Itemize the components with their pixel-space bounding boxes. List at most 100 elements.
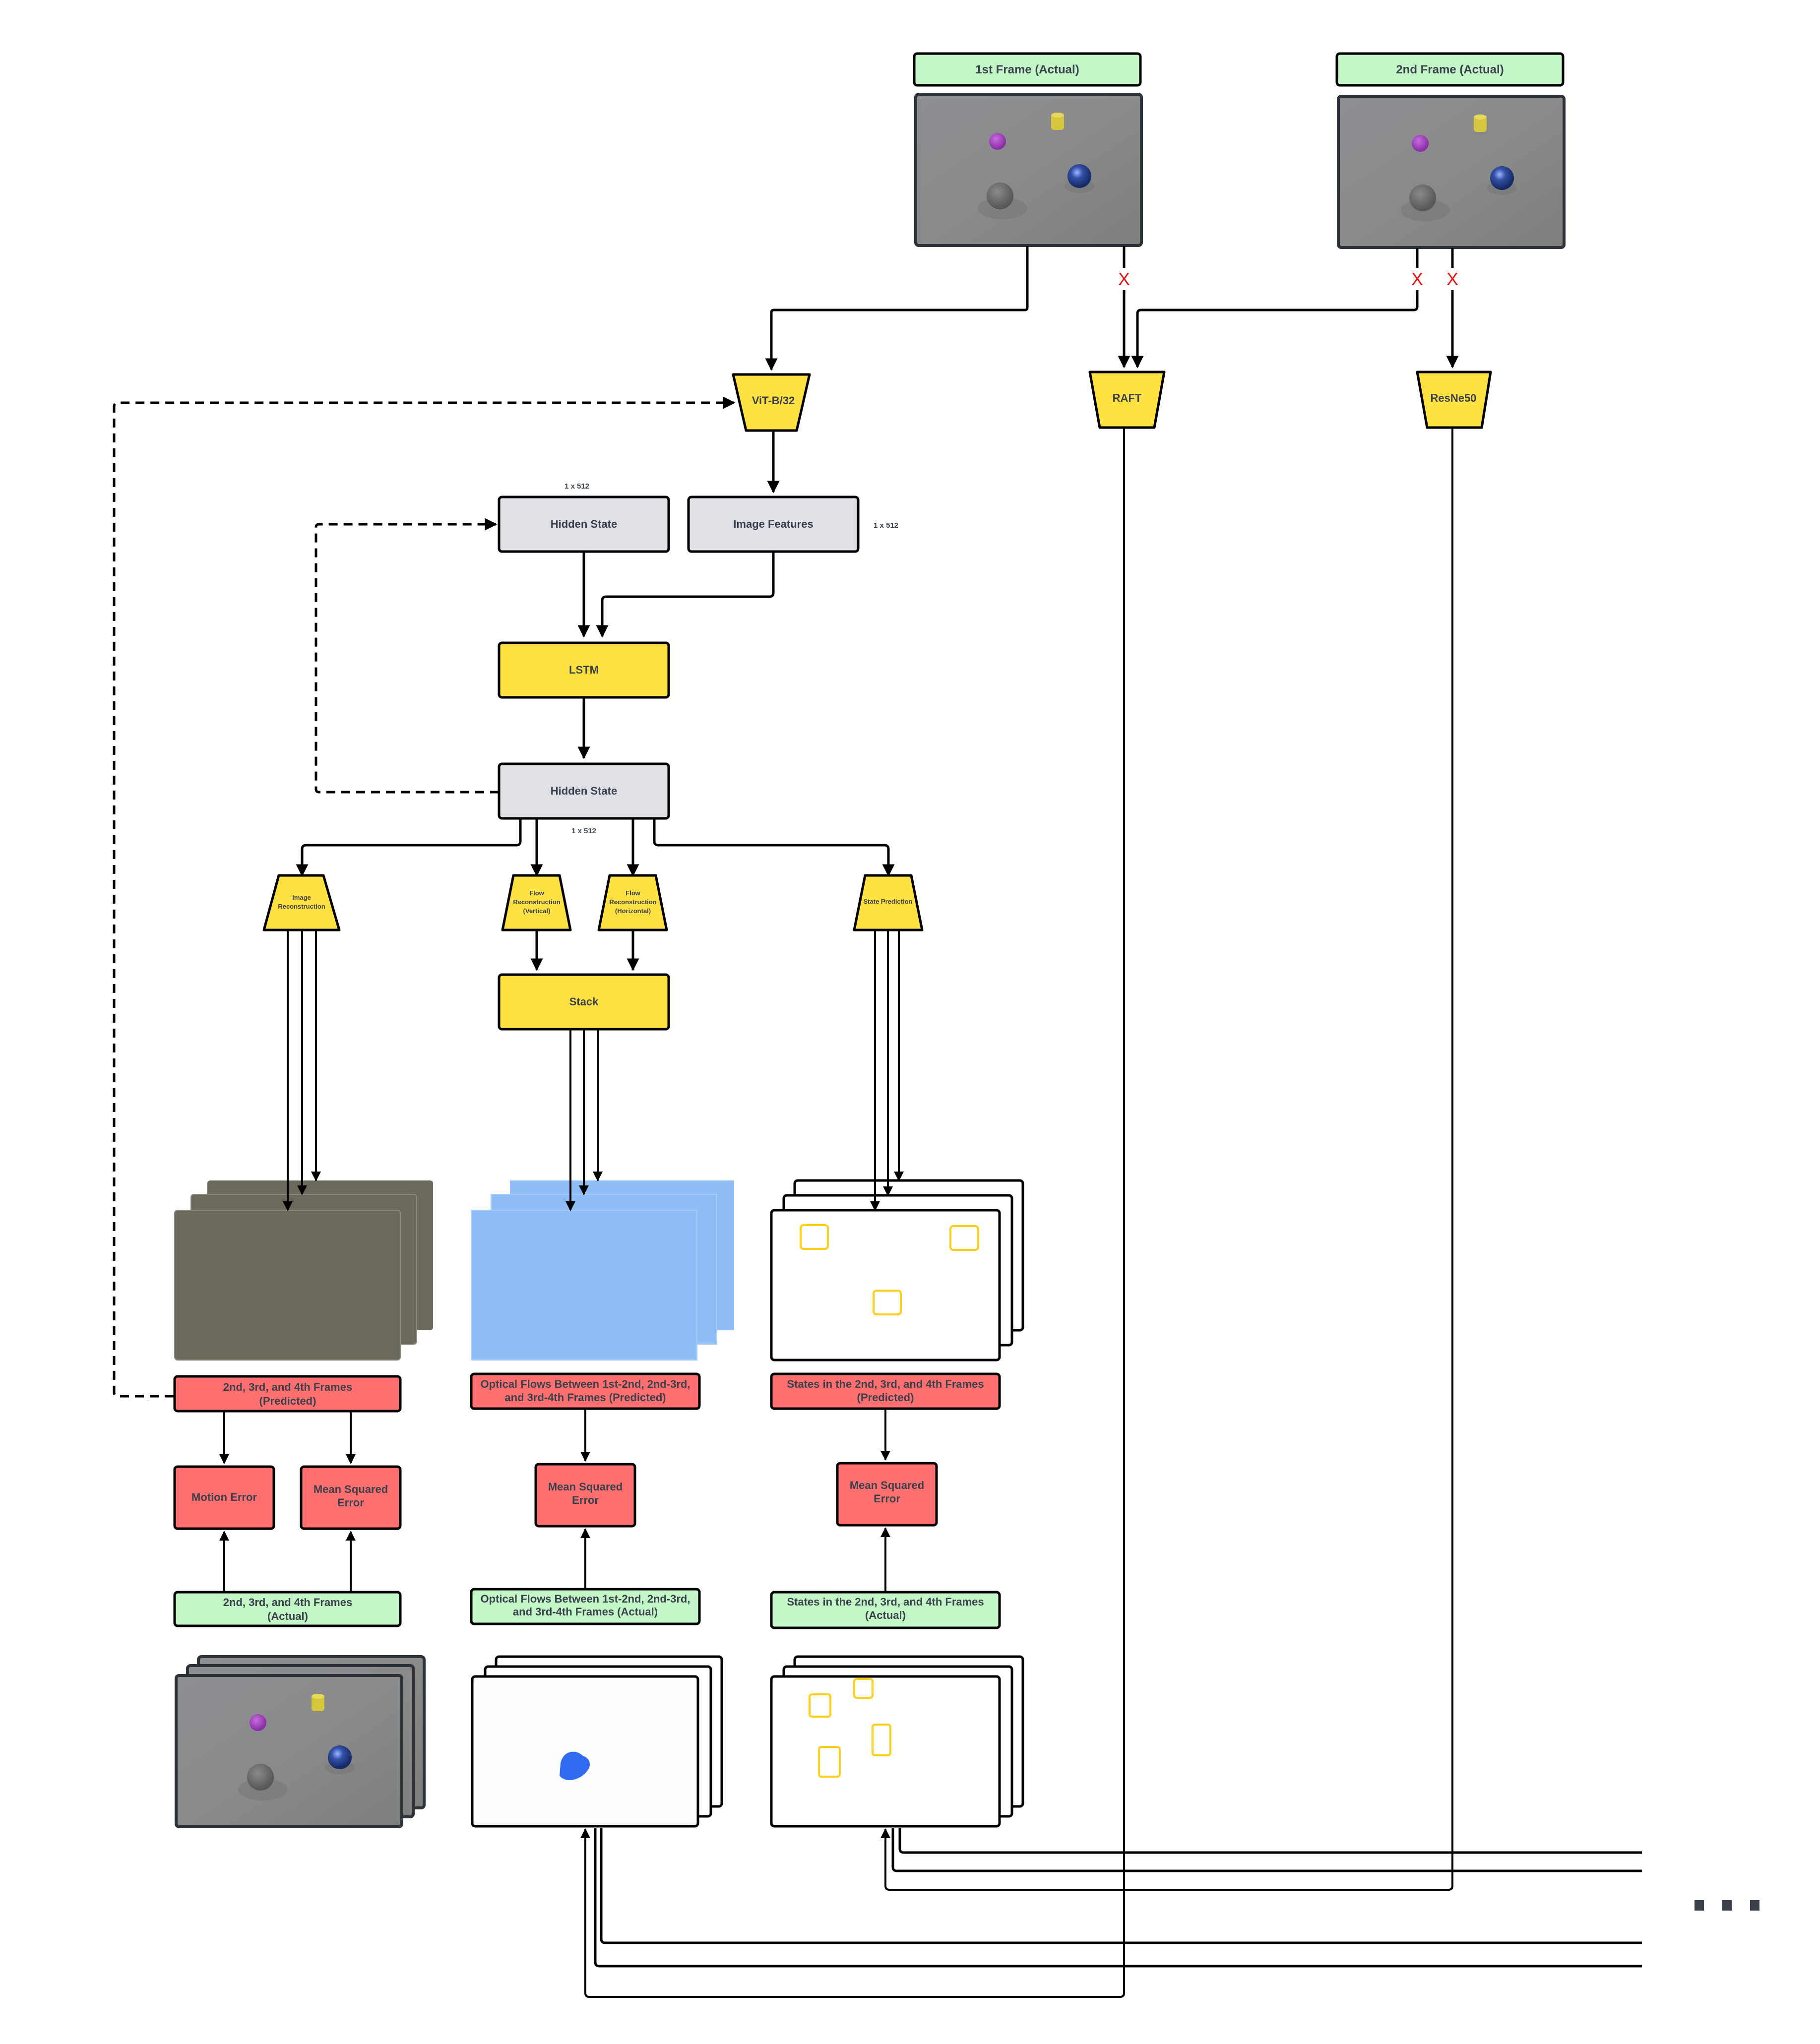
predicted-frames-label: 2nd, 3rd, and 4th Frames (Predicted)	[173, 1375, 402, 1413]
frame2-input: 2nd Frame (Actual)	[1335, 52, 1565, 248]
hidden-state-out: Hidden State	[498, 762, 670, 820]
predicted-frames-stack	[174, 1180, 433, 1361]
hidden-state-out-label: Hidden State	[551, 785, 617, 797]
frame1-label: 1st Frame (Actual)	[975, 63, 1079, 76]
actual-frames-label: 2nd, 3rd, and 4th Frames (Actual)	[173, 1591, 402, 1627]
frame2-image	[1338, 96, 1564, 248]
flow-vertical-label-2: Reconstruction	[513, 898, 560, 906]
edge-continuation-to-actual-states-2	[891, 1828, 1642, 1872]
edge-features-to-lstm	[596, 552, 775, 638]
actual-bbox-1	[809, 1693, 831, 1718]
predicted-states-stack	[770, 1179, 1024, 1362]
actual-states-stack	[770, 1655, 1024, 1828]
edge-feedback-predicted-frames-to-vit	[113, 396, 736, 1398]
motion-error-loss: Motion Error	[173, 1465, 275, 1530]
resnet-label: ResNe50	[1431, 392, 1477, 404]
edge-hidden-to-state-pred	[653, 818, 895, 877]
mse-flows-line-1: Mean Squared	[548, 1481, 623, 1493]
edge-continuation-to-actual-flows-3	[600, 1828, 1642, 1944]
predicted-bbox-3	[873, 1290, 902, 1315]
raft-label: RAFT	[1113, 392, 1142, 404]
actual-flows-line-1: Optical Flows Between 1st-2nd, 2nd-3rd,	[481, 1593, 690, 1605]
image-features-dim: 1 x 512	[874, 521, 898, 530]
state-pred-label: State Prediction	[864, 898, 913, 905]
flow-vertical-label-3: (Vertical)	[523, 907, 551, 915]
actual-flows-label: Optical Flows Between 1st-2nd, 2nd-3rd, …	[470, 1588, 701, 1625]
stack: Stack	[498, 973, 670, 1031]
predicted-states-label: States in the 2nd, 3rd, and 4th Frames (…	[770, 1372, 1001, 1410]
blocked-marker-resnet: X	[1446, 269, 1458, 289]
edge-resnet-to-actual-states	[880, 428, 1453, 1891]
flow-horizontal-label-3: (Horizontal)	[615, 907, 651, 915]
actual-frames-line-2: (Actual)	[267, 1610, 308, 1622]
edge-hidden-to-image-recon	[296, 818, 522, 877]
hidden-state-in: Hidden State	[498, 496, 670, 553]
frame1-input: 1st Frame (Actual)	[913, 52, 1142, 246]
motion-error-label: Motion Error	[191, 1491, 257, 1503]
actual-states-label: States in the 2nd, 3rd, and 4th Frames (…	[770, 1591, 1001, 1629]
lstm-label: LSTM	[569, 664, 599, 676]
image-features-label: Image Features	[733, 518, 813, 530]
actual-bbox-4	[818, 1746, 841, 1778]
actual-frames-stack	[176, 1657, 424, 1827]
predicted-bbox-1	[800, 1224, 829, 1250]
hidden-state-in-dim: 1 x 512	[565, 482, 589, 491]
image-recon-label-2: Reconstruction	[278, 903, 325, 910]
lstm: LSTM	[498, 641, 670, 699]
frame1-label-box	[913, 52, 1142, 87]
edge-raft-to-actual-flows	[580, 428, 1125, 1998]
predicted-states-line-1: States in the 2nd, 3rd, and 4th Frames	[787, 1378, 984, 1390]
predicted-states-line-2: (Predicted)	[857, 1391, 914, 1404]
mse-states-line-2: Error	[874, 1492, 900, 1505]
actual-frames-line-1: 2nd, 3rd, and 4th Frames	[223, 1596, 352, 1609]
predicted-frames-line-2: (Predicted)	[259, 1395, 316, 1407]
mse-frames-loss: Mean Squared Error	[300, 1465, 402, 1530]
predicted-flows-line-2: and 3rd-4th Frames (Predicted)	[504, 1391, 666, 1404]
mse-states-loss: Mean Squared Error	[836, 1462, 938, 1527]
actual-states-line-1: States in the 2nd, 3rd, and 4th Frames	[787, 1596, 984, 1608]
actual-bbox-3	[872, 1724, 891, 1756]
stack-label: Stack	[569, 995, 599, 1008]
flow-vertical-head: Flow Reconstruction (Vertical)	[501, 874, 572, 931]
predicted-flows-label: Optical Flows Between 1st-2nd, 2nd-3rd, …	[470, 1372, 701, 1410]
edge-continuation-to-actual-flows-2	[594, 1828, 1642, 1968]
edge-frame1-to-vit	[765, 246, 1029, 371]
flow-horizontal-head: Flow Reconstruction (Horizontal)	[597, 874, 668, 931]
hidden-state-out-dim: 1 x 512	[571, 827, 596, 835]
edge-continuation-to-actual-states-3	[898, 1828, 1642, 1854]
predicted-bbox-2	[949, 1225, 979, 1251]
mse-flows-loss: Mean Squared Error	[534, 1463, 636, 1528]
frame2-label: 2nd Frame (Actual)	[1396, 63, 1504, 76]
flow-horizontal-label-2: Reconstruction	[609, 898, 656, 906]
predicted-flows-line-1: Optical Flows Between 1st-2nd, 2nd-3rd,	[481, 1378, 690, 1390]
vit-encoder: ViT-B/32	[732, 373, 811, 432]
vit-label: ViT-B/32	[752, 394, 795, 407]
resnet-encoder: ResNe50	[1416, 371, 1492, 429]
image-reconstruction-head: Image Reconstruction	[262, 874, 341, 931]
edge-frame2-to-raft	[1131, 290, 1419, 369]
raft-encoder: RAFT	[1088, 371, 1166, 429]
flow-blob	[560, 1751, 590, 1781]
actual-bbox-2	[853, 1678, 874, 1699]
actual-flows-stack	[471, 1655, 723, 1828]
blocked-marker-raft-frame1: X	[1118, 269, 1130, 289]
predicted-frames-line-1: 2nd, 3rd, and 4th Frames	[223, 1381, 352, 1393]
image-features: Image Features	[687, 496, 860, 553]
state-prediction-head: State Prediction	[853, 874, 924, 931]
flow-horizontal-label-1: Flow	[626, 889, 640, 897]
hidden-state-in-label: Hidden State	[551, 518, 617, 530]
actual-flows-line-2: and 3rd-4th Frames (Actual)	[513, 1606, 658, 1618]
frame2-label-box	[1335, 52, 1565, 87]
actual-frame-image	[176, 1675, 402, 1827]
predicted-flows-stack	[471, 1180, 734, 1361]
flow-vertical-label-1: Flow	[529, 889, 544, 897]
frame1-image	[916, 94, 1141, 246]
blocked-marker-raft-frame2: X	[1411, 269, 1423, 289]
mse-states-line-1: Mean Squared	[850, 1479, 924, 1491]
edge-feedback-hidden-state	[314, 518, 499, 794]
mse-frames-line-1: Mean Squared	[314, 1483, 388, 1495]
actual-states-line-2: (Actual)	[865, 1609, 906, 1621]
mse-flows-line-2: Error	[572, 1494, 599, 1506]
image-recon-label-1: Image	[292, 894, 311, 901]
